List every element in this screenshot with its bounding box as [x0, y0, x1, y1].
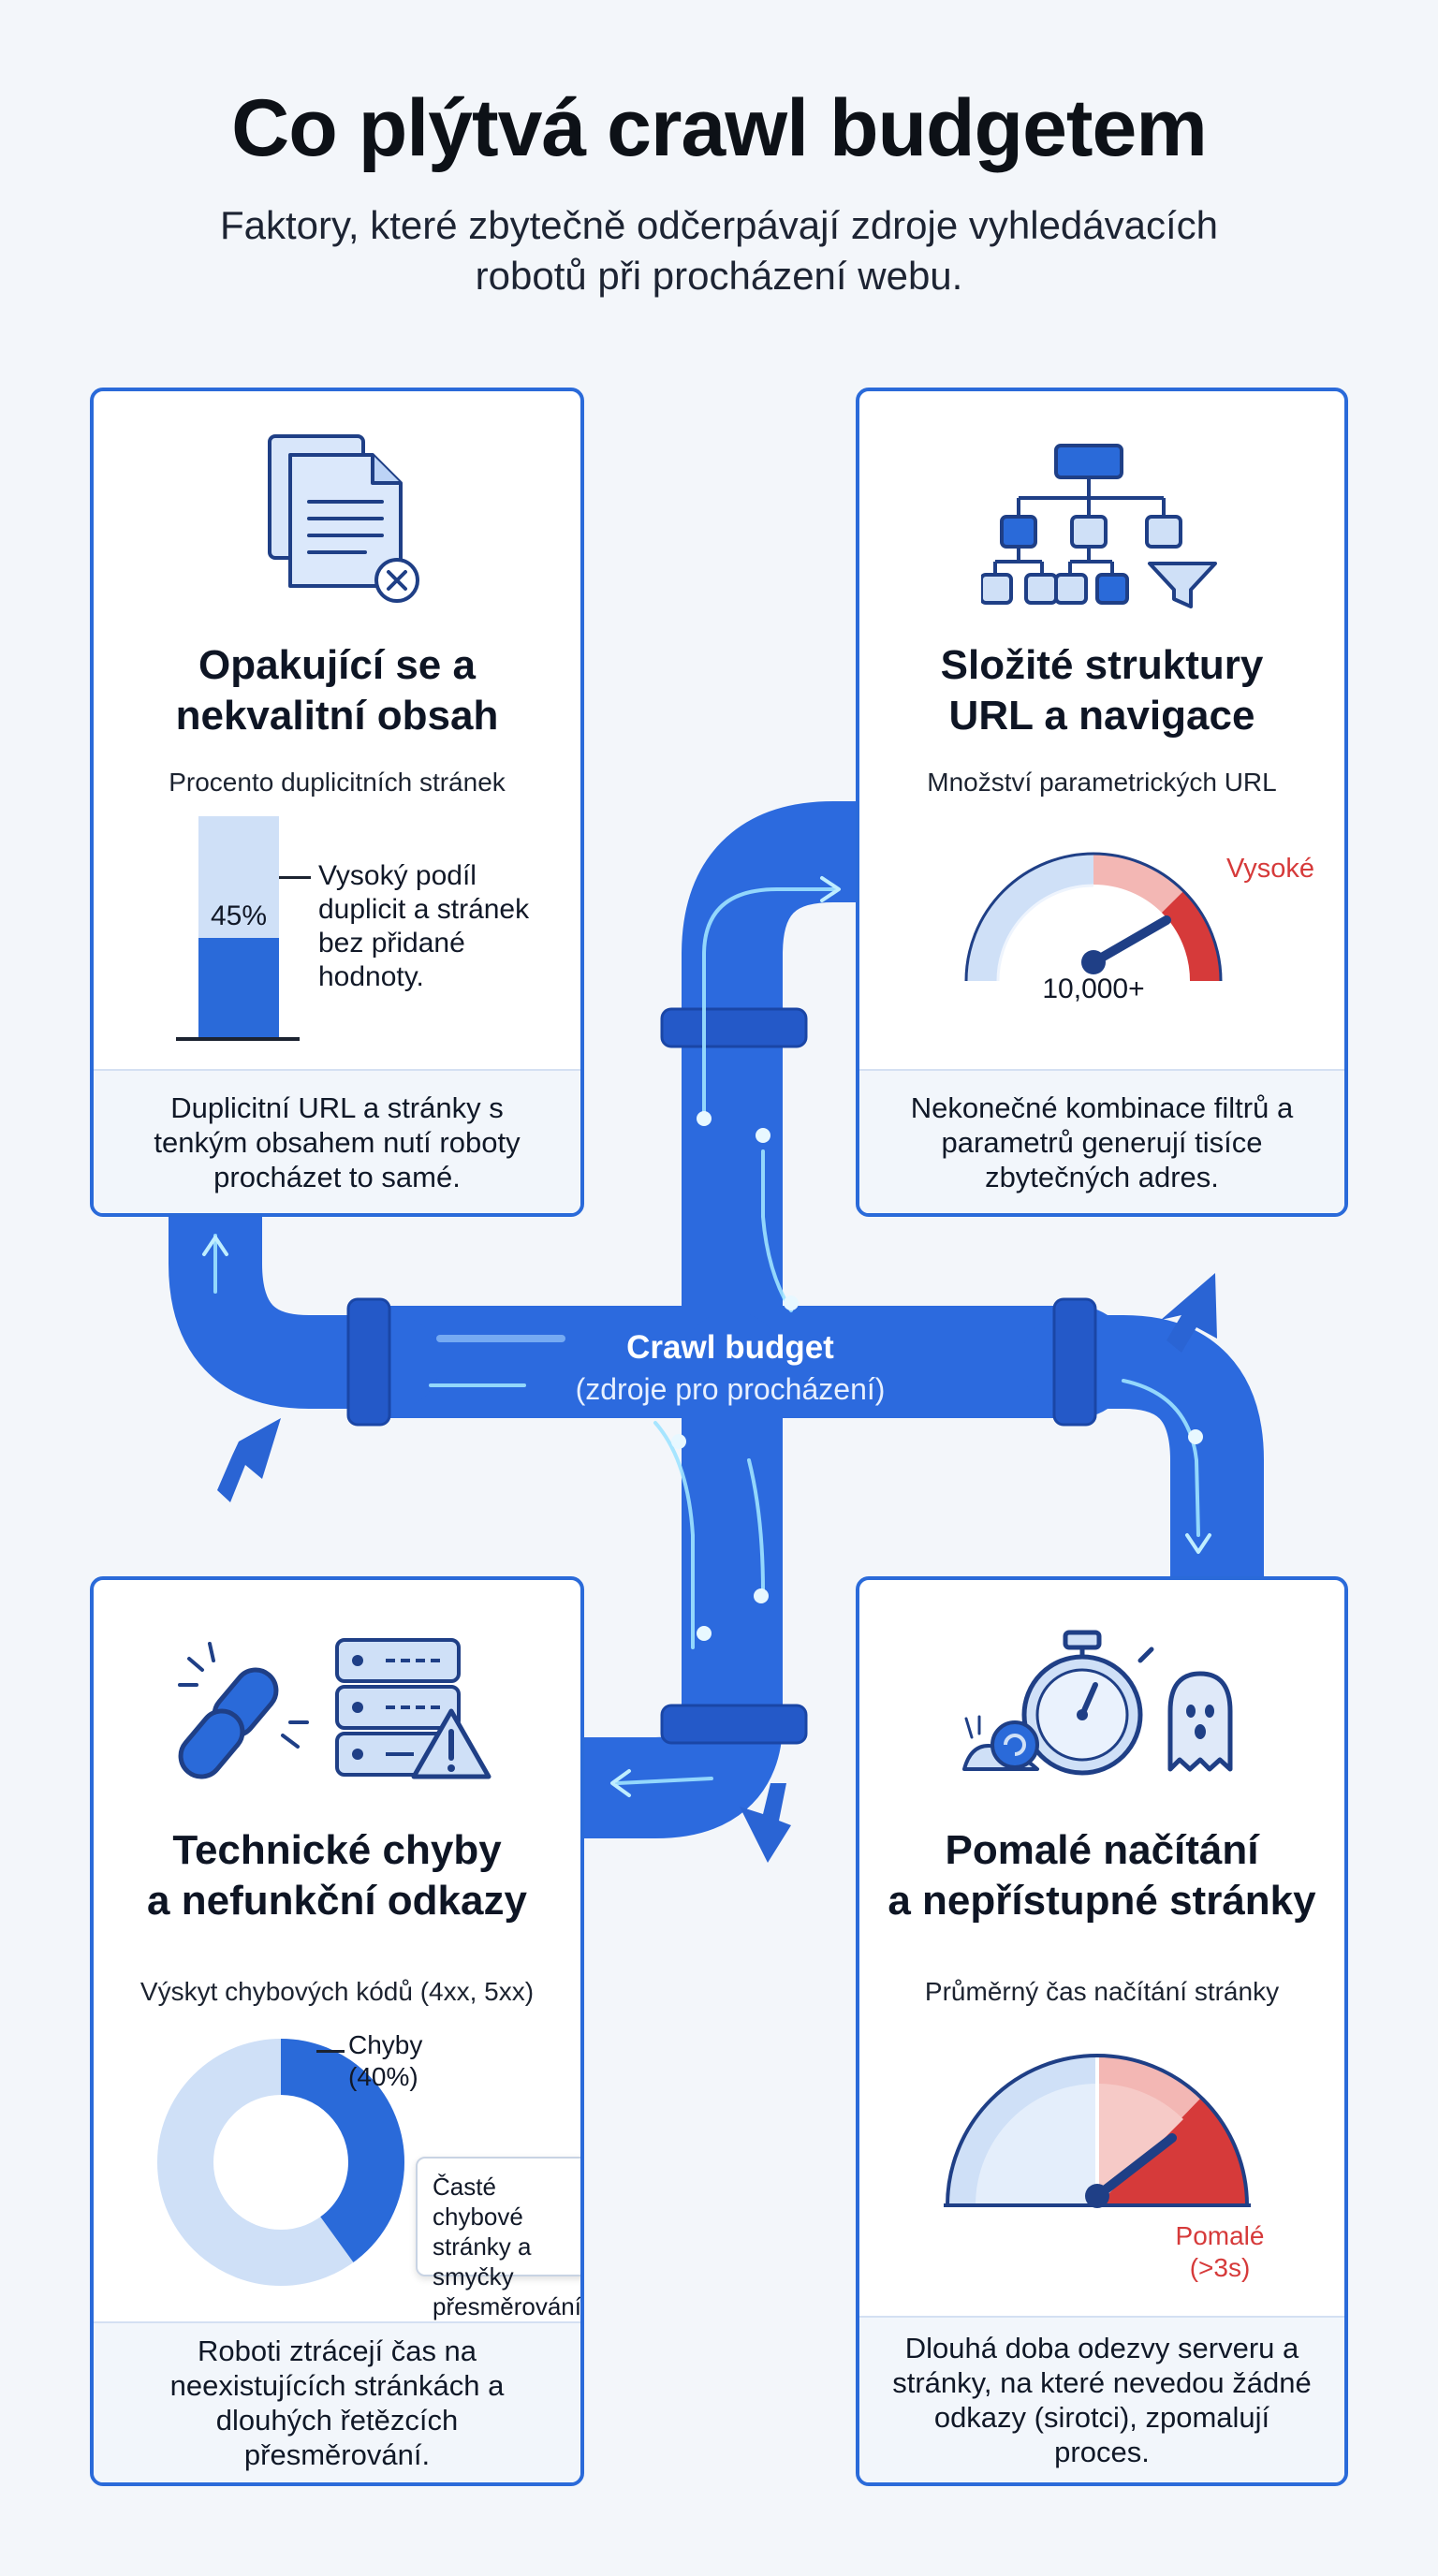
crawl-budget-sublabel: (zdroje pro procházení): [575, 1372, 886, 1406]
url-gauge: [964, 852, 1223, 982]
donut-errors-slice: [157, 2039, 404, 2286]
flange-right: [1052, 1297, 1097, 1427]
leak-arrow-left: [217, 1418, 281, 1502]
load-time-gauge: [944, 2054, 1251, 2208]
gauge-tag-high: Vysoké: [1226, 854, 1315, 884]
flange-top: [660, 1007, 808, 1048]
flange-bottom: [660, 1704, 808, 1745]
pipe-top: [682, 801, 912, 1389]
metric-label-structure: Množství parametrických URL: [927, 768, 1277, 797]
crawl-budget-label: Crawl budget: [626, 1329, 834, 1366]
stopwatch-snail-ghost-icon: [962, 1630, 1233, 1776]
duplicate-bar-value: 45%: [210, 900, 268, 931]
card-footer-structure: Nekonečné kombinace filtrů a parametrů g…: [859, 1069, 1344, 1213]
error-donut-chart: [157, 2039, 404, 2286]
gauge-tag-slow-line2: (>3s): [1189, 2253, 1251, 2282]
duplicate-bar-fill: [198, 937, 279, 1037]
footer-text-slow: Dlouhá doba odezvy serveru a stránky, na…: [892, 2332, 1312, 2468]
donut-leader-line: [316, 2050, 345, 2053]
gauge-tag-slow-line1: Pomalé: [1175, 2221, 1265, 2250]
bar-baseline: [176, 1037, 300, 1041]
card-technical-errors: Technické chyby a nefunkční odkazy Výsky…: [90, 1576, 584, 2486]
note-leader-line: [279, 876, 311, 879]
sitemap-filter-icon: [981, 444, 1217, 608]
broken-link-server-warning-icon: [178, 1638, 492, 1779]
page-title: Co plýtvá crawl budgetem: [231, 83, 1208, 173]
card-slow-loading: Pomalé načítání a nepřístupné stránky Pr…: [856, 1576, 1348, 2486]
duplicate-note: Vysoký podíl duplicit a stránek bez přid…: [318, 860, 530, 992]
footer-text-duplicate: Duplicitní URL a stránky s tenkým obsahe…: [154, 1090, 521, 1193]
card-footer-slow: Dlouhá doba odezvy serveru a stránky, na…: [859, 2316, 1344, 2482]
card-title-slow-2: a nepřístupné stránky: [888, 1878, 1316, 1924]
card-duplicate-content: Opakující se a nekvalitní obsah Procento…: [90, 388, 584, 1217]
card-footer-duplicate: Duplicitní URL a stránky s tenkým obsahe…: [94, 1069, 580, 1213]
footer-text-structure: Nekonečné kombinace filtrů a parametrů g…: [910, 1090, 1294, 1193]
page-subtitle: Faktory, které zbytečně odčerpávají zdro…: [219, 203, 1219, 298]
card-title-structure-1: Složité struktury: [940, 642, 1264, 688]
card-footer-errors: Roboti ztrácejí čas na neexistujících st…: [94, 2321, 580, 2482]
metric-label-slow: Průměrný čas načítání stránky: [924, 1977, 1280, 2006]
metric-label-errors: Výskyt chybových kódů (4xx, 5xx): [139, 1977, 535, 2006]
donut-label: Chyby (40%): [348, 2029, 489, 2093]
flange-left: [346, 1297, 391, 1427]
duplicate-bar-track: 45%: [198, 816, 279, 1037]
card-title-errors-2: a nefunkční odkazy: [147, 1878, 527, 1924]
error-callout: Časté chybové stránky a smyčky přesměrov…: [416, 2157, 580, 2320]
card-title-structure-2: URL a navigace: [948, 693, 1255, 739]
metric-label-duplicate: Procento duplicitních stránek: [169, 768, 506, 797]
leak-arrow-bottom: [740, 1783, 791, 1863]
pipe-right-elbow: [1020, 1315, 1264, 1629]
card-title-errors-1: Technické chyby: [172, 1827, 502, 1873]
gauge-value: 10,000+: [1042, 973, 1145, 1004]
card-title-slow-1: Pomalé načítání: [945, 1827, 1259, 1873]
footer-text-errors: Roboti ztrácejí čas na neexistujících st…: [169, 2334, 505, 2471]
card-url-structure: Složité struktury URL a navigace Množstv…: [856, 388, 1348, 1217]
card-title-duplicate-2: nekvalitní obsah: [175, 693, 499, 739]
card-title-duplicate-1: Opakující se a: [198, 642, 476, 688]
gauge-tag-slow: Pomalé (>3s): [1140, 2220, 1299, 2284]
document-duplicate-icon: [268, 434, 419, 603]
leak-arrow-right: [1161, 1273, 1217, 1353]
donut-label-line1: Chyby: [348, 2030, 423, 2059]
donut-label-line2: (40%): [348, 2062, 418, 2091]
